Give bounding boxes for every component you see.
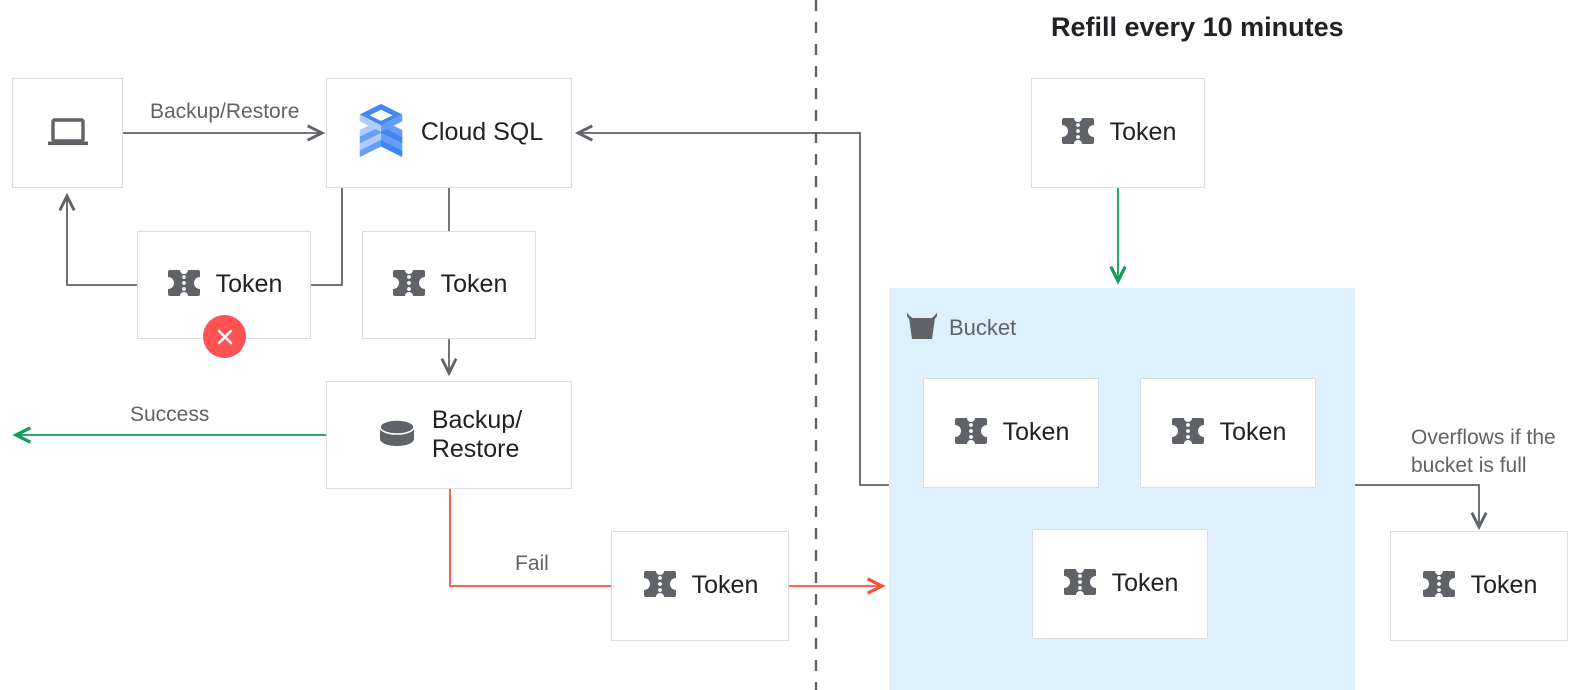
edge-bucket-to-cloudsql (574, 124, 889, 486)
token-label: Token (215, 270, 283, 299)
bucket-token-1[interactable]: Token (923, 378, 1099, 488)
client-node[interactable] (12, 78, 123, 188)
token-icon (166, 268, 202, 303)
edge-label-fail: Fail (515, 552, 549, 575)
edge-label-overflow: Overflows if the bucket is full (1411, 426, 1556, 477)
token-overflow-node[interactable]: Token (1390, 531, 1568, 641)
backup-restore-label: Backup/ Restore (431, 405, 523, 464)
backup-restore-node[interactable]: Backup/ Restore (326, 381, 572, 489)
token-label: Token (691, 571, 759, 600)
token-label: Token (1002, 418, 1070, 447)
bucket-token-3[interactable]: Token (1032, 529, 1208, 639)
token-icon (1062, 567, 1098, 602)
bucket-panel: Bucket Token (889, 288, 1355, 690)
bucket-header: Bucket (905, 310, 1016, 345)
token-icon (953, 416, 989, 451)
cloud-sql-icon (355, 101, 407, 166)
cloud-sql-node[interactable]: Cloud SQL (326, 78, 572, 188)
bucket-icon (905, 310, 939, 345)
edge-failedtoken-to-client (58, 192, 137, 286)
token-refill-node[interactable]: Token (1031, 78, 1205, 188)
token-fail-return-node[interactable]: Token (611, 531, 789, 641)
token-label: Token (440, 270, 508, 299)
bucket-label: Bucket (949, 314, 1017, 340)
laptop-icon (44, 111, 92, 156)
cloud-sql-label: Cloud SQL (420, 118, 544, 147)
page-title: Refill every 10 minutes (1051, 12, 1344, 42)
token-label: Token (1219, 418, 1287, 447)
close-icon (217, 329, 232, 344)
token-icon (391, 268, 427, 303)
token-icon (1060, 116, 1096, 151)
edge-label-success: Success (130, 403, 210, 426)
edge-cloudsql-to-failedtoken (311, 188, 343, 286)
token-icon (642, 569, 678, 604)
edge-label-backup-restore: Backup/Restore (150, 100, 300, 123)
database-icon (376, 416, 418, 455)
token-icon (1421, 569, 1457, 604)
token-label: Token (1109, 118, 1177, 147)
token-icon (1170, 416, 1206, 451)
token-consumed-node[interactable]: Token (362, 231, 536, 339)
token-label: Token (1470, 571, 1538, 600)
token-label: Token (1111, 569, 1179, 598)
bucket-token-2[interactable]: Token (1140, 378, 1316, 488)
edge-bucket-overflow (1355, 484, 1488, 531)
error-x-badge (203, 315, 246, 358)
